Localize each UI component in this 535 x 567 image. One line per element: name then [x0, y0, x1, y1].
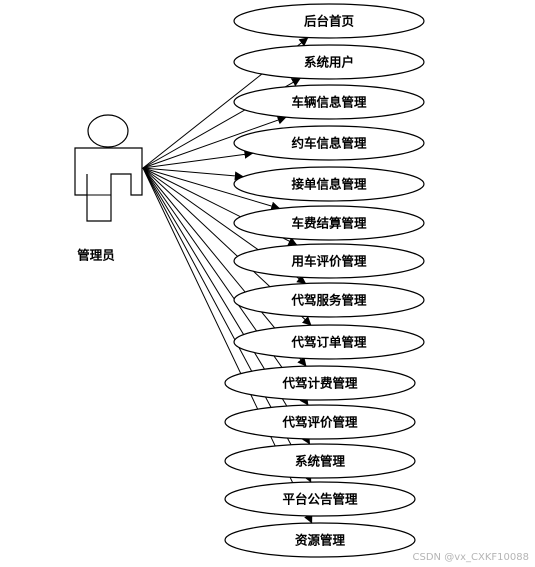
use-case-ellipse	[233, 324, 425, 360]
use-case: 代驾服务管理	[233, 282, 425, 318]
use-case-ellipse	[224, 522, 416, 558]
use-case: 用车评价管理	[233, 243, 425, 279]
use-case-label: 平台公告管理	[282, 492, 358, 507]
use-case-label: 车费结算管理	[291, 216, 367, 231]
use-case-ellipse	[233, 205, 425, 241]
use-case: 资源管理	[224, 522, 416, 558]
watermark: CSDN @vx_CXKF10088	[412, 552, 529, 563]
use-case-label: 代驾服务管理	[290, 293, 367, 308]
use-case-ellipse	[224, 443, 416, 479]
association-arrow	[142, 167, 281, 211]
use-case: 系统管理	[224, 443, 416, 479]
use-case-ellipse	[233, 166, 425, 202]
use-case: 代驾评价管理	[224, 404, 416, 440]
actor-body	[74, 147, 143, 222]
use-case-label: 约车信息管理	[291, 136, 367, 151]
use-case-label: 车辆信息管理	[291, 95, 367, 110]
use-case-ellipse	[233, 282, 425, 318]
use-case-ellipse	[233, 3, 425, 39]
use-case-ellipse	[233, 84, 425, 120]
use-case-ellipse	[224, 365, 416, 401]
use-case-label: 代驾计费管理	[281, 376, 358, 391]
actor-label: 管理员	[77, 248, 115, 263]
use-case: 接单信息管理	[233, 166, 425, 202]
use-case-label: 用车评价管理	[290, 254, 367, 269]
use-case: 代驾计费管理	[224, 365, 416, 401]
association-arrow	[142, 167, 309, 406]
use-case: 车费结算管理	[233, 205, 425, 241]
use-case-label: 系统用户	[304, 55, 354, 70]
association-arrow	[142, 115, 287, 169]
use-case-label: 代驾订单管理	[290, 335, 367, 350]
use-case-ellipse	[233, 243, 425, 279]
use-case-ellipse	[224, 481, 416, 517]
use-case-ellipse	[233, 125, 425, 161]
use-cases: 后台首页系统用户车辆信息管理约车信息管理接单信息管理车费结算管理用车评价管理代驾…	[224, 3, 425, 558]
actor-head	[87, 114, 129, 148]
use-case: 车辆信息管理	[233, 84, 425, 120]
use-case-label: 系统管理	[295, 454, 346, 469]
use-case-label: 接单信息管理	[291, 177, 367, 192]
use-case-label: 代驾评价管理	[281, 415, 358, 430]
actor-figure	[74, 114, 143, 222]
use-case-ellipse	[224, 404, 416, 440]
use-case: 代驾订单管理	[233, 324, 425, 360]
use-case-label: 资源管理	[295, 533, 346, 548]
use-case-ellipse	[233, 44, 425, 80]
use-case: 后台首页	[233, 3, 425, 39]
association-arrow	[142, 149, 254, 169]
use-case: 平台公告管理	[224, 481, 416, 517]
use-case: 约车信息管理	[233, 125, 425, 161]
association-arrow	[142, 167, 244, 181]
use-case-label: 后台首页	[304, 14, 354, 29]
use-case: 系统用户	[233, 44, 425, 80]
